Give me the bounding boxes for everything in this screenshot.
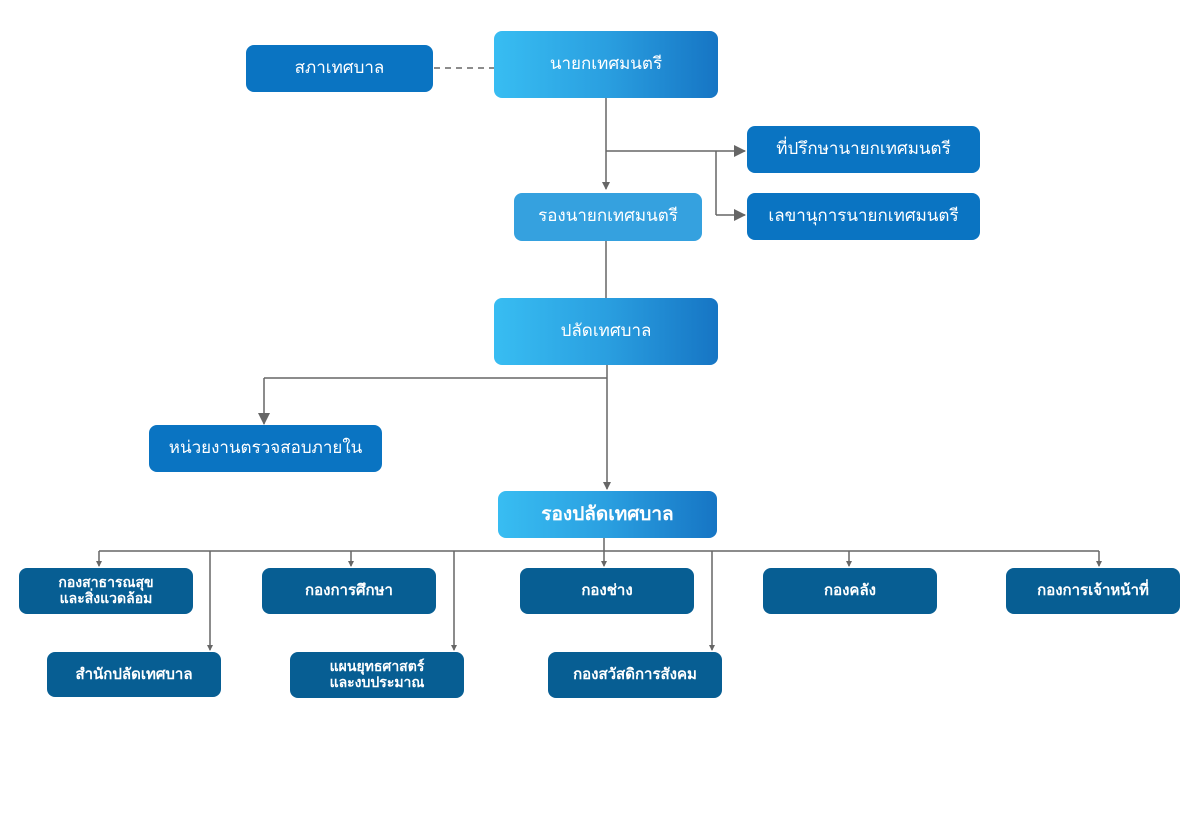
division-strategy-line1: แผนยุทธศาสตร์ <box>329 658 425 675</box>
division-clerk-office-label: สำนักปลัดเทศบาล <box>75 664 193 683</box>
deputy-mayor-label: รองนายกเทศมนตรี <box>538 206 678 227</box>
mayor-advisor-label: ที่ปรึกษานายกเทศมนตรี <box>776 138 951 159</box>
deputy-clerk-box: รองปลัดเทศบาล <box>498 491 717 538</box>
division-finance: กองคลัง <box>763 568 937 614</box>
division-education-label: กองการศึกษา <box>305 581 393 600</box>
division-engineering-label: กองช่าง <box>581 581 633 600</box>
division-public-health-line1: กองสาธารณสุข <box>58 574 154 591</box>
mayor-advisor-box: ที่ปรึกษานายกเทศมนตรี <box>747 126 980 173</box>
mayor-box: นายกเทศมนตรี <box>494 31 718 98</box>
division-finance-label: กองคลัง <box>824 581 876 600</box>
division-social-welfare: กองสวัสดิการสังคม <box>548 652 722 698</box>
deputy-mayor-box: รองนายกเทศมนตรี <box>514 193 702 241</box>
division-public-health-line2: และสิ่งแวดล้อม <box>59 591 153 607</box>
division-clerk-office: สำนักปลัดเทศบาล <box>47 652 221 697</box>
mayor-secretary-box: เลขานุการนายกเทศมนตรี <box>747 193 980 240</box>
mayor-secretary-label: เลขานุการนายกเทศมนตรี <box>768 205 959 226</box>
mayor-label: นายกเทศมนตรี <box>549 53 663 74</box>
municipal-clerk-label: ปลัดเทศบาล <box>560 320 652 341</box>
division-personnel-label: กองการเจ้าหน้าที่ <box>1037 581 1149 600</box>
division-engineering: กองช่าง <box>520 568 694 614</box>
division-strategy-line2: และงบประมาณ <box>329 675 425 691</box>
division-personnel: กองการเจ้าหน้าที่ <box>1006 568 1180 614</box>
internal-audit-box: หน่วยงานตรวจสอบภายใน <box>149 425 382 472</box>
council-box: สภาเทศบาล <box>246 45 433 92</box>
division-education: กองการศึกษา <box>262 568 436 614</box>
division-strategy-budget: แผนยุทธศาสตร์ และงบประมาณ <box>290 652 464 698</box>
municipal-clerk-box: ปลัดเทศบาล <box>494 298 718 365</box>
division-social-welfare-label: กองสวัสดิการสังคม <box>573 665 697 684</box>
council-label: สภาเทศบาล <box>294 57 385 78</box>
internal-audit-label: หน่วยงานตรวจสอบภายใน <box>168 437 363 458</box>
deputy-clerk-label: รองปลัดเทศบาล <box>541 502 674 525</box>
division-public-health: กองสาธารณสุข และสิ่งแวดล้อม <box>19 568 193 614</box>
